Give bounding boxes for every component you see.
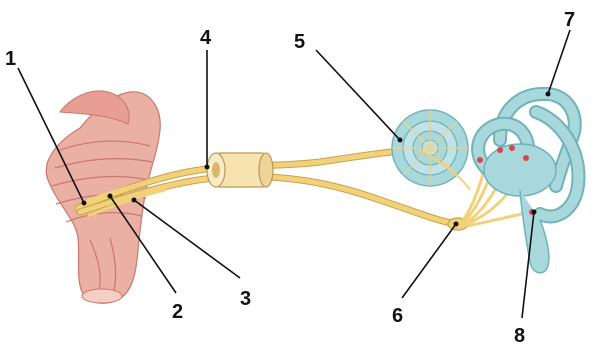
nerve-sheath-cylinder [207, 153, 273, 187]
callout-5: 5 [294, 31, 305, 53]
callout-6: 6 [392, 305, 403, 327]
cochlea [392, 110, 470, 190]
callout-8: 8 [514, 325, 525, 347]
callout-2: 2 [172, 301, 183, 323]
callout-3: 3 [240, 288, 251, 310]
vestibular-labyrinth [477, 94, 578, 273]
callout-1: 1 [5, 48, 16, 70]
callout-4: 4 [200, 27, 212, 49]
callout-7: 7 [564, 9, 575, 31]
